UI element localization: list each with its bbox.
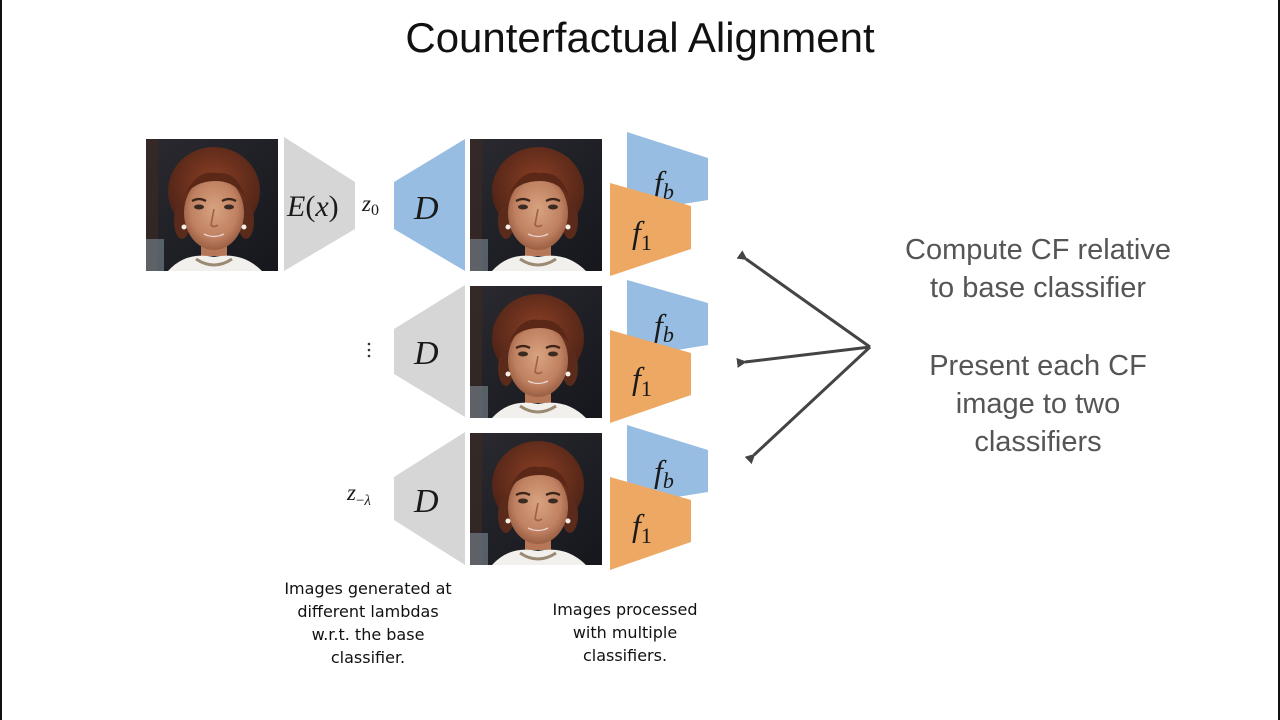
classifier-f1-1 — [610, 183, 691, 276]
note-present-cf: Present each CF image to two classifiers — [929, 350, 1147, 458]
cf-image-3 — [470, 433, 602, 565]
classifier-f1-3 — [610, 477, 691, 570]
cf-image-1 — [470, 139, 602, 271]
decoder-label-3: D — [413, 483, 439, 520]
classifier-pair-2: fb f1 — [610, 280, 708, 423]
decoder-block-1: D — [394, 139, 465, 271]
base-classifier-fb-3 — [627, 425, 708, 505]
cf-image-2 — [470, 286, 602, 418]
decoder-label-1: D — [413, 190, 439, 227]
svg-text:z−λ: z−λ — [346, 480, 371, 509]
classifier-pair-1: fb f1 — [610, 132, 708, 276]
encoder-label: E(x) — [286, 190, 339, 223]
latent-dots — [367, 342, 371, 358]
arrow-to-row-2 — [736, 345, 871, 368]
base-classifier-fb-1 — [627, 132, 708, 213]
caption-generated: Images generated at different lambdas w.… — [284, 579, 452, 667]
caption-processed: Images processed with multiple classifie… — [552, 600, 698, 665]
input-image — [146, 139, 278, 271]
arrow-to-row-3 — [744, 345, 872, 465]
base-classifier-fb-2 — [627, 280, 708, 358]
svg-text:z0: z0 — [361, 191, 379, 219]
arrow-to-row-1 — [736, 250, 871, 349]
slide-title: Counterfactual Alignment — [405, 14, 875, 61]
arrows — [736, 250, 872, 465]
encoder-block: E(x) — [284, 137, 355, 271]
decoder-label-2: D — [413, 335, 439, 372]
left-border — [0, 0, 2, 720]
latent-z0: z0 — [361, 191, 379, 219]
classifier-f1-2 — [610, 330, 691, 423]
right-border — [1278, 0, 1280, 720]
decoder-block-2: D — [394, 285, 465, 417]
classifier-pair-3: fb f1 — [610, 425, 708, 570]
note-compute-cf: Compute CF relative to base classifier — [905, 234, 1171, 304]
decoder-block-3: D — [394, 432, 465, 565]
latent-z-minus-lambda: z−λ — [346, 480, 371, 509]
